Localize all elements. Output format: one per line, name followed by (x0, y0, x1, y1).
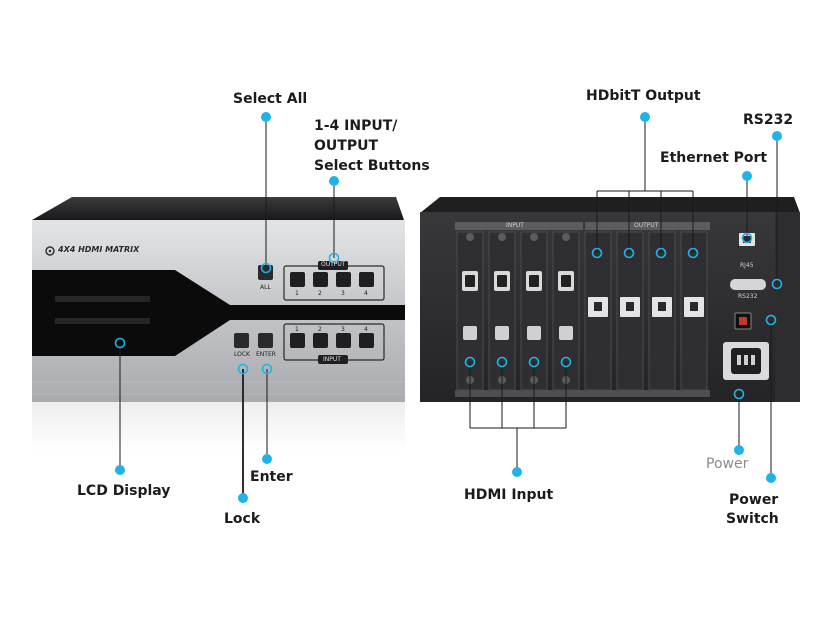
front-output-number-1: 1 (295, 290, 299, 297)
dot-enter-target (261, 363, 273, 375)
front-brand-text: 4X4 HDMI MATRIX (58, 245, 140, 254)
front-output-number-3: 3 (341, 290, 345, 297)
front-all-label: ALL (260, 284, 271, 291)
dot-select-all-target (260, 262, 272, 274)
label-select-buttons-line1: 1-4 INPUT/ (314, 118, 398, 134)
label-ethernet-port: Ethernet Port (660, 150, 768, 166)
dot-lock (238, 493, 248, 503)
front-output-number-4: 4 (364, 290, 368, 297)
brand-logo-icon (45, 246, 55, 256)
label-enter: Enter (250, 469, 293, 485)
label-power-switch-line1: Power (729, 492, 779, 508)
dot-lcd-target (114, 337, 126, 349)
label-select-all: Select All (233, 91, 308, 107)
dot-ethernet (742, 171, 752, 181)
front-input-number-2: 2 (318, 326, 322, 333)
callout-dots (114, 112, 783, 503)
rear-rs232-tag: RS232 (738, 293, 758, 300)
dot-hdbitt (640, 112, 650, 122)
front-output-tag: OUTPUT (321, 261, 346, 268)
front-unit (32, 197, 405, 452)
front-input-number-3: 3 (341, 326, 345, 333)
enter-button-shape (258, 333, 273, 348)
rj45-port-icon (588, 297, 704, 317)
label-power: Power (706, 456, 749, 472)
front-output-number-2: 2 (318, 290, 322, 297)
front-lock-key-label: LOCK (234, 351, 250, 358)
dot-power-switch (766, 473, 776, 483)
front-input-tag: INPUT (323, 356, 341, 363)
dot-lcd (115, 465, 125, 475)
label-hdmi-input: HDMI Input (464, 487, 554, 503)
front-top-lid (32, 197, 404, 220)
lock-button-shape (234, 333, 249, 348)
label-power-switch-line2: Switch (726, 511, 779, 527)
rear-input-tag: INPUT (506, 222, 524, 229)
rear-unit (420, 197, 800, 402)
label-select-buttons-line2: OUTPUT (314, 138, 378, 154)
dot-lock-target (237, 363, 249, 375)
front-enter-key-label: ENTER (256, 351, 276, 358)
dot-select-buttons-target (328, 252, 340, 264)
front-input-number-1: 1 (295, 326, 299, 333)
dot-rs232 (772, 131, 782, 141)
rear-rj45-tag: RJ45 (740, 262, 754, 269)
label-lcd-display: LCD Display (77, 483, 171, 499)
label-rs232: RS232 (743, 112, 794, 128)
front-input-number-4: 4 (364, 326, 368, 333)
power-inlet-icon (723, 342, 769, 380)
label-lock: Lock (224, 511, 261, 527)
leader-lines (119, 117, 778, 498)
label-select-buttons-line3: Select Buttons (314, 158, 430, 174)
front-reflection (32, 402, 405, 452)
rear-output-tag: OUTPUT (634, 222, 659, 229)
dot-power (734, 445, 744, 455)
label-hdbitt-output: HDbitT Output (586, 88, 701, 104)
dot-enter (262, 454, 272, 464)
dot-select-all (261, 112, 271, 122)
dot-hdmi-input (512, 467, 522, 477)
lcd-display-band (32, 270, 405, 356)
rs232-port-shape (730, 279, 766, 290)
dot-select-buttons (329, 176, 339, 186)
